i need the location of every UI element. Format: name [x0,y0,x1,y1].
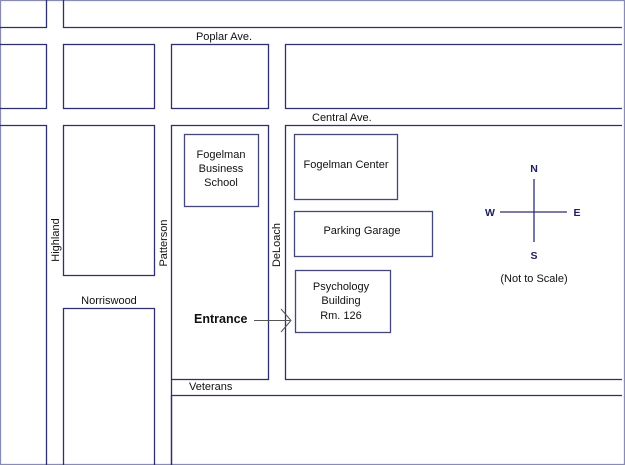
street-label-poplar: Poplar Ave. [196,31,252,43]
psychology-building[interactable] [294,269,392,334]
street-label-deloach: DeLoach [271,223,283,267]
fogelman-business-school-building[interactable] [183,133,260,208]
svg-text:Building: Building [321,295,360,307]
scale-note: (Not to Scale) [500,273,567,285]
entrance-label: Entrance [194,312,248,326]
svg-text:School: School [204,177,238,189]
entrance-arrow-icon [254,308,292,333]
street-label-norriswood: Norriswood [81,295,137,307]
blocks-row-central-veterans [0,124,622,465]
svg-text:Rm. 126: Rm. 126 [320,310,362,322]
compass-west: W [485,207,495,219]
fogelman-business-school-label: Fogelman Business School [197,149,246,189]
fogelman-center-label: Fogelman Center [304,159,389,171]
svg-text:Business: Business [199,163,244,175]
compass-south: S [530,250,537,262]
block-south [170,394,622,465]
svg-text:Fogelman: Fogelman [197,149,246,161]
psychology-building-label: Psychology Building Rm. 126 [313,281,370,322]
street-label-patterson: Patterson [158,219,170,266]
fogelman-center-building[interactable] [293,133,399,201]
svg-text:Psychology: Psychology [313,281,370,293]
blocks-row-poplar-central [0,43,622,110]
street-label-veterans: Veterans [189,381,233,393]
compass-north: N [530,163,538,175]
street-label-central: Central Ave. [312,112,372,124]
compass-east: E [573,207,580,219]
parking-garage-label: Parking Garage [323,225,400,237]
street-label-highland: Highland [50,218,62,261]
parking-garage-building[interactable] [293,210,434,258]
blocks-row-top [0,0,622,29]
compass-rose-icon [500,179,567,242]
